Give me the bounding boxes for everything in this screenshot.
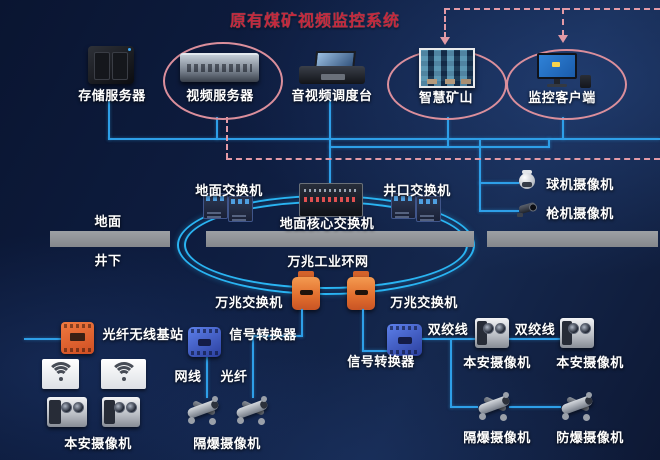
connector-exp-camera xyxy=(450,406,478,408)
dashed-bus-mid xyxy=(226,158,660,160)
exp-camera-icon xyxy=(476,390,514,422)
client-host-icon xyxy=(580,75,591,88)
label-fiber-cable: 光纤 xyxy=(220,369,248,384)
connector-branch-down xyxy=(450,338,452,408)
connector-bullet-camera xyxy=(479,210,519,212)
connector-converter-out xyxy=(419,338,478,340)
label-expproof-camera: 防爆摄像机 xyxy=(556,430,624,445)
connector-storage xyxy=(108,100,110,140)
label-video-server: 视频服务器 xyxy=(186,88,254,103)
label-isafe-camera-r2: 本安摄像机 xyxy=(556,355,624,370)
wifi-signal-icon xyxy=(42,359,79,389)
label-smart-mine: 智慧矿山 xyxy=(418,90,473,105)
connector-video-server xyxy=(216,117,218,140)
label-bullet-camera: 枪机摄像机 xyxy=(546,206,614,221)
connector-tgR-right xyxy=(362,350,388,352)
connector-twisted-pair-2 xyxy=(508,338,562,340)
wellhead-switch-icon xyxy=(416,196,441,222)
label-eth-cable: 网线 xyxy=(174,369,202,384)
connector-trunk-core xyxy=(329,100,331,186)
smart-mine-photo xyxy=(419,48,475,88)
dome-camera-icon xyxy=(518,170,536,192)
connector-smart-mine xyxy=(447,117,449,148)
wifi-signal-icon xyxy=(101,359,146,389)
storage-server-icon xyxy=(88,46,134,84)
label-underground: 井下 xyxy=(94,253,122,268)
connector-expproof-camera xyxy=(509,406,561,408)
label-ground-switch: 地面交换机 xyxy=(195,183,263,198)
highlight-ellipse-video-server xyxy=(163,42,283,120)
tg-switch-left-icon xyxy=(292,271,320,311)
bus-line-2 xyxy=(329,146,550,148)
exp-camera-icon xyxy=(234,394,272,426)
label-signal-converter-left: 信号转换器 xyxy=(229,327,297,342)
connector-camera-feeder xyxy=(479,140,481,212)
label-client: 监控客户端 xyxy=(528,90,596,105)
signal-converter-left-icon xyxy=(188,327,221,357)
label-wellhead-switch: 井口交换机 xyxy=(383,183,451,198)
connector-fiber-line xyxy=(252,335,254,398)
dashed-drop-video-server xyxy=(226,117,228,159)
label-storage-server: 存储服务器 xyxy=(78,88,146,103)
label-exp-camera-left: 隔爆摄像机 xyxy=(193,436,261,451)
label-signal-converter-right: 信号转换器 xyxy=(347,354,415,369)
client-monitor-icon xyxy=(537,53,577,89)
fiber-base-station-icon xyxy=(61,322,94,354)
label-dispatch: 音视频调度台 xyxy=(291,88,373,103)
dispatch-console-icon xyxy=(299,51,365,84)
label-ring-network: 万兆工业环网 xyxy=(287,254,369,269)
external-link-drop-smart-mine xyxy=(444,8,446,38)
arrow-down-icon xyxy=(440,37,450,45)
connector-base-station-stub xyxy=(24,338,62,340)
expproof-camera-icon xyxy=(559,390,597,422)
isafe-camera-icon xyxy=(102,397,140,427)
connector-tgL-left xyxy=(252,335,303,337)
arrow-down-icon xyxy=(558,35,568,43)
tg-switch-right-icon xyxy=(347,271,375,311)
isafe-camera-icon xyxy=(475,318,509,348)
connector-tgL-down xyxy=(301,309,303,337)
bullet-camera-icon xyxy=(516,200,540,217)
label-tg-switch-right: 万兆交换机 xyxy=(390,295,458,310)
label-tg-switch-left: 万兆交换机 xyxy=(215,295,283,310)
connector-eth-line xyxy=(206,356,208,398)
isafe-camera-icon xyxy=(560,318,594,348)
connector-client xyxy=(562,117,564,140)
label-core-switch: 地面核心交换机 xyxy=(279,216,375,231)
ground-switch-icon xyxy=(203,193,228,219)
external-link-drop-client xyxy=(562,8,564,36)
ground-switch-icon xyxy=(228,196,253,222)
bus-line-1 xyxy=(108,138,660,140)
surface-divider-bar-right xyxy=(487,231,658,247)
label-isafe-camera-left: 本安摄像机 xyxy=(64,436,132,451)
label-isafe-camera-r1: 本安摄像机 xyxy=(463,355,531,370)
label-surface: 地面 xyxy=(94,214,122,229)
connector-tgR-down xyxy=(362,309,364,352)
label-exp-camera-right: 隔爆摄像机 xyxy=(463,430,531,445)
external-link-dashed-top xyxy=(444,8,660,10)
core-switch-icon xyxy=(299,183,363,217)
exp-camera-icon xyxy=(185,394,223,426)
signal-converter-right-icon xyxy=(387,324,422,356)
highlight-ellipse-client xyxy=(506,49,627,120)
bus-join xyxy=(548,138,550,148)
surface-divider-bar-center xyxy=(206,231,474,247)
isafe-camera-icon xyxy=(47,397,87,427)
video-server-icon xyxy=(180,53,259,82)
page-title: 原有煤矿视频监控系统 xyxy=(229,13,400,30)
wellhead-switch-icon xyxy=(391,193,416,219)
connector-dome-camera xyxy=(479,182,519,184)
label-fiber-base-station: 光纤无线基站 xyxy=(102,327,184,342)
label-twisted-pair-2: 双绞线 xyxy=(514,322,556,337)
surface-divider-bar-left xyxy=(50,231,170,247)
label-twisted-pair-1: 双绞线 xyxy=(427,322,469,337)
label-dome-camera: 球机摄像机 xyxy=(546,177,614,192)
